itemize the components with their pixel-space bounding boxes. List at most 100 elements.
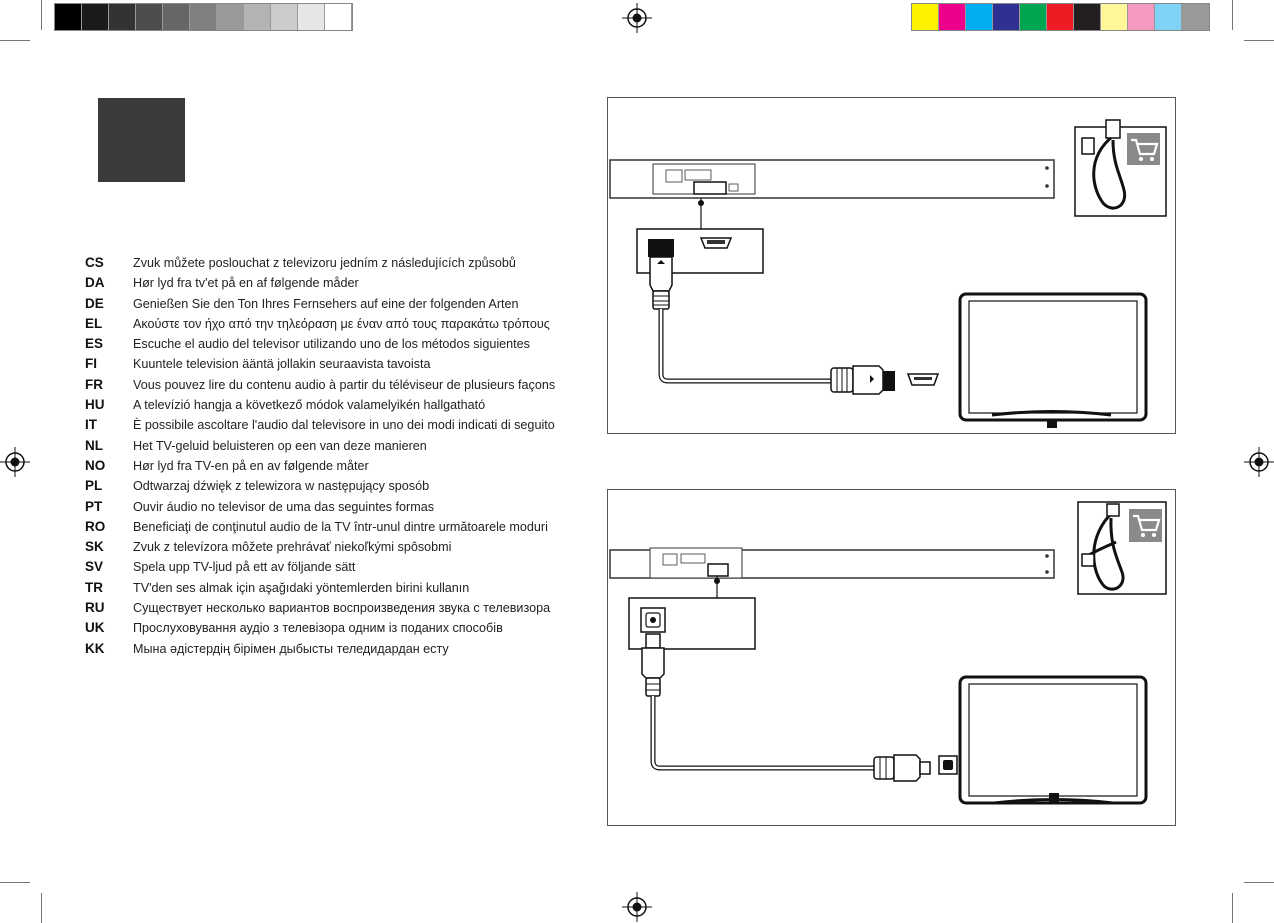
color-swatch [55, 4, 82, 30]
crop-mark [1244, 40, 1274, 41]
language-row: SK Zvuk z televízora môžete prehrávať nie… [85, 537, 585, 557]
accessory-cable-box [1074, 119, 1167, 217]
language-instruction: Kuuntele television ääntä jollakin seura… [133, 357, 431, 372]
language-row: KK Мына әдістердің бірімен дыбысты теледи… [85, 639, 585, 659]
language-instruction: Ouvir áudio no televisor de uma das segu… [133, 499, 435, 514]
color-swatch [190, 4, 217, 30]
hdmi-port-icon [906, 373, 940, 386]
soundbar [609, 159, 1055, 199]
language-instruction: Прослуховування аудіо з телевізора одним… [133, 621, 503, 636]
language-instruction: TV'den ses almak için aşağıdaki yöntemle… [133, 580, 470, 595]
color-swatch [109, 4, 136, 30]
language-instruction: Hør lyd fra TV-en på en av følgende måte… [133, 458, 369, 473]
language-instruction: Beneficiaţi de conţinutul audio de la TV… [133, 519, 548, 534]
language-code: HU [85, 397, 105, 413]
language-code: CS [85, 255, 104, 270]
color-swatch [1074, 4, 1101, 30]
shopping-cart-icon [1133, 514, 1161, 537]
language-code: RU [85, 600, 105, 616]
color-swatch-strip [911, 3, 1210, 31]
crop-mark [0, 40, 30, 41]
registration-mark-icon [0, 447, 30, 477]
language-instruction: Zvuk můžete poslouchat z televizoru jedn… [133, 256, 516, 270]
language-instruction: Genießen Sie den Ton Ihres Fernsehers au… [133, 296, 519, 311]
language-row: FI Kuuntele television ääntä jollakin seu… [85, 354, 585, 374]
language-instruction: A televízió hangja a következő módok val… [133, 398, 486, 413]
crop-mark [1244, 882, 1274, 883]
color-swatch [244, 4, 271, 30]
color-swatch [912, 4, 939, 30]
language-instruction: È possibile ascoltare l'audio dal televi… [133, 418, 555, 433]
language-code: NO [85, 457, 106, 473]
language-instruction: Мына әдістердің бірімен дыбысты теледида… [133, 641, 449, 656]
color-swatch [1155, 4, 1182, 30]
tv-icon [958, 675, 1148, 805]
language-code: ES [85, 336, 104, 352]
language-code: NL [85, 437, 103, 453]
language-row: TR TV'den ses almak için aşağıdaki yöntem… [85, 578, 585, 598]
language-row: RO Beneficiaţi de conţinutul audio de la … [85, 517, 585, 537]
color-swatch [1182, 4, 1209, 30]
language-instruction: Ακούστε τον ήχο από την τηλεόραση με ένα… [133, 316, 550, 331]
language-row: HU A televízió hangja a következő módok v… [85, 395, 585, 415]
language-code: FR [85, 376, 103, 392]
registration-mark-icon [622, 3, 652, 33]
color-swatch [163, 4, 190, 30]
language-row: RU Существует несколько вариантов воспрои… [85, 598, 585, 618]
language-code: SK [85, 539, 104, 555]
language-code: RO [85, 518, 106, 534]
crop-mark [41, 0, 42, 30]
registration-mark-icon [622, 892, 652, 922]
language-row: NL Het TV-geluid beluisteren op een van d… [85, 436, 585, 456]
color-swatch [939, 4, 966, 30]
language-code: EL [85, 315, 103, 331]
language-instruction: Vous pouvez lire du contenu audio à part… [133, 377, 556, 392]
language-instruction: Существует несколько вариантов воспроизв… [133, 601, 551, 616]
crop-mark [0, 882, 30, 883]
language-row: ES Escuche el audio del televisor utiliza… [85, 334, 585, 354]
shopping-cart-icon [1131, 138, 1159, 161]
color-swatch [298, 4, 325, 30]
language-code: DE [85, 295, 104, 311]
language-code: IT [85, 417, 97, 433]
optical-connection-diagram [607, 489, 1176, 826]
language-code: KK [85, 640, 105, 656]
color-swatch [993, 4, 1020, 30]
color-swatch [325, 4, 352, 30]
language-row: PL Odtwarzaj dźwięk z telewizora w następ… [85, 476, 585, 496]
language-code: SV [85, 559, 104, 575]
language-instruction: Escuche el audio del televisor utilizand… [133, 337, 530, 352]
language-code: DA [85, 275, 105, 291]
color-swatch [136, 4, 163, 30]
language-code: FI [85, 356, 97, 372]
language-code: PL [85, 478, 103, 494]
optical-plug-icon [641, 633, 665, 697]
language-instruction: Het TV-geluid beluisteren op een van dez… [133, 438, 427, 453]
tv-icon [958, 292, 1148, 428]
color-swatch [1128, 4, 1155, 30]
crop-mark [1232, 893, 1233, 923]
language-row: EL Ακούστε τον ήχο από την τηλεόραση με έ… [85, 314, 585, 334]
color-swatch [217, 4, 244, 30]
language-code: TR [85, 579, 103, 595]
language-row: DE Genießen Sie den Ton Ihres Fernsehers … [85, 294, 585, 314]
optical-plug-icon [873, 754, 931, 782]
language-row: UK Прослуховування аудіо з телевізора одн… [85, 618, 585, 638]
color-swatch [966, 4, 993, 30]
grayscale-swatch-strip [54, 3, 353, 31]
hdmi-plug-icon [830, 365, 895, 395]
language-code: UK [85, 620, 105, 636]
language-row: FR Vous pouvez lire du contenu audio à pa… [85, 375, 585, 395]
registration-mark-icon [1244, 447, 1274, 477]
crop-mark [41, 893, 42, 923]
language-instruction: Zvuk z televízora môžete prehrávať nieko… [133, 540, 452, 555]
color-swatch [1101, 4, 1128, 30]
crop-mark [1232, 0, 1233, 30]
accessory-cable-box [1077, 501, 1167, 595]
section-marker-square [98, 98, 185, 182]
language-row: NO Hør lyd fra TV-en på en av følgende må… [85, 456, 585, 476]
language-instruction: Odtwarzaj dźwięk z telewizora w następuj… [133, 479, 430, 494]
